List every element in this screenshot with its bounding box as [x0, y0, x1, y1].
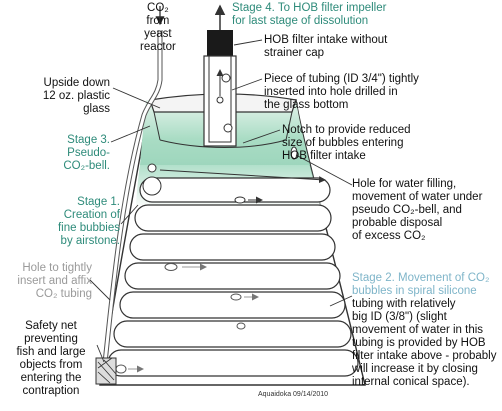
label-stage3: Stage 3.Pseudo-CO₂-bell. [63, 134, 110, 172]
safety-net [95, 357, 117, 385]
spiral-tubing [107, 177, 359, 377]
credit-text: Aquaidoka 09/14/2010 [258, 391, 329, 398]
label-stage2: Stage 2. Movement of CO₂ bubbles in spir… [352, 272, 497, 388]
label-hole-water-filling: Hole for water filling,movement of water… [352, 178, 483, 242]
